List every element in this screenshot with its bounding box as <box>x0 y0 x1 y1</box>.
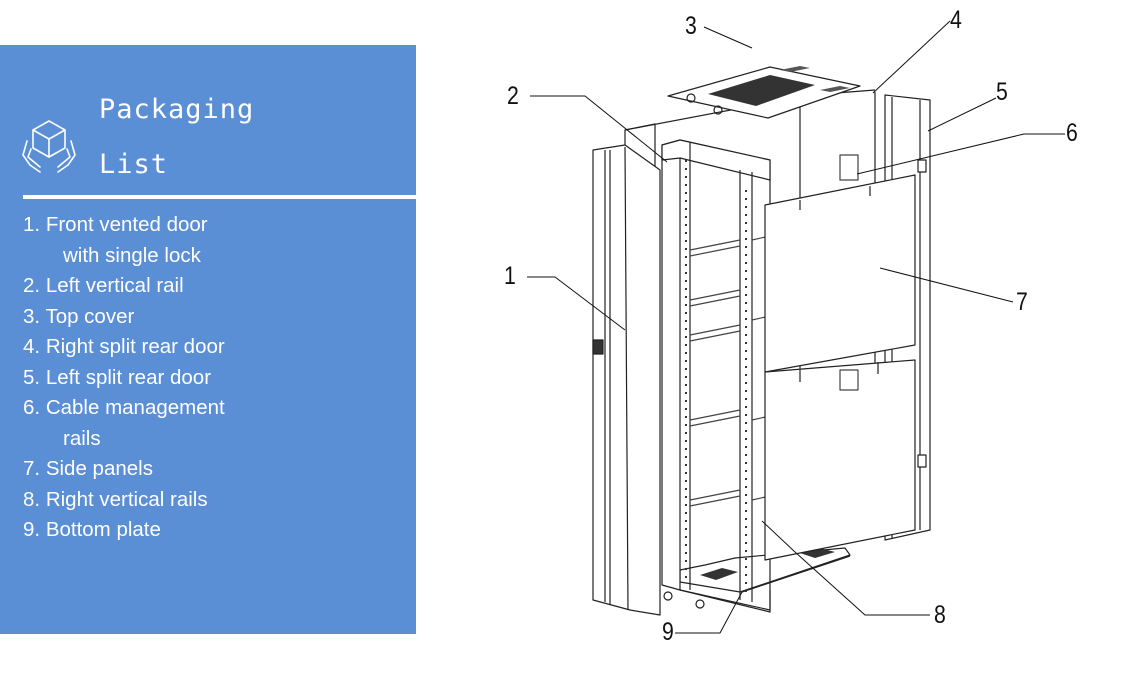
callout-1: 1 <box>504 262 516 290</box>
callout-5: 5 <box>996 78 1008 106</box>
callout-4: 4 <box>950 6 962 34</box>
list-item: 4. Right split rear door <box>23 332 403 363</box>
divider <box>23 195 416 199</box>
item-label: Front vented door <box>45 213 208 236</box>
item-label: Cable management <box>45 396 225 419</box>
package-in-hands-icon <box>22 120 76 173</box>
item-label: Side panels <box>45 457 153 480</box>
rack-exploded-diagram: 1 2 3 4 5 6 7 8 9 <box>480 0 1134 680</box>
item-label: Right vertical rails <box>45 487 208 511</box>
title-line-1: Packaging <box>99 94 255 125</box>
list-item: 1. Front vented door with single lock <box>23 210 403 271</box>
item-label: Left split rear door <box>45 365 212 389</box>
side-panel-lower <box>764 359 916 561</box>
side-panel-upper <box>764 174 916 373</box>
list-item: 2. Left vertical rail <box>23 271 403 302</box>
title-line-2: List <box>99 149 169 180</box>
list-item: 3. Top cover <box>23 302 403 333</box>
item-number: 4. <box>23 335 41 358</box>
item-label-continuation: rails <box>63 426 101 450</box>
item-number: 8. <box>23 487 41 511</box>
callout-2: 2 <box>507 82 519 110</box>
callout-8: 8 <box>934 601 946 629</box>
callout-3: 3 <box>685 12 697 40</box>
list-item: 7. Side panels <box>23 454 403 485</box>
cable-management-rails <box>839 154 859 391</box>
item-number: 6. <box>23 396 41 419</box>
item-label: Right split rear door <box>45 335 225 358</box>
callout-7: 7 <box>1016 288 1028 316</box>
rack-main-frame <box>661 139 771 613</box>
list-item: 5. Left split rear door <box>23 363 403 394</box>
rack-drawing <box>527 20 1065 634</box>
item-label: Bottom plate <box>45 518 161 541</box>
packaging-list: 1. Front vented door with single lock 2.… <box>23 210 403 546</box>
list-item: 8. Right vertical rails <box>23 485 403 516</box>
item-label-continuation: with single lock <box>63 243 201 267</box>
packaging-list-panel: Packaging List 1. Front vented door with… <box>0 45 416 634</box>
page-title: Packaging List <box>99 82 399 192</box>
front-door <box>592 144 661 616</box>
item-number: 1. <box>23 213 41 236</box>
leader-lines <box>527 20 1065 634</box>
item-number: 7. <box>23 457 41 480</box>
item-label: Top cover <box>45 304 135 328</box>
item-number: 5. <box>23 365 41 389</box>
callout-9: 9 <box>662 618 674 646</box>
item-number: 2. <box>23 274 41 297</box>
item-label: Left vertical rail <box>45 274 184 297</box>
list-item: 6. Cable management rails <box>23 393 403 454</box>
list-item: 9. Bottom plate <box>23 515 403 546</box>
bottom-plate <box>679 547 851 593</box>
item-number: 9. <box>23 518 41 541</box>
top-cover <box>667 66 861 119</box>
callout-6: 6 <box>1066 119 1078 147</box>
item-number: 3. <box>23 304 41 328</box>
